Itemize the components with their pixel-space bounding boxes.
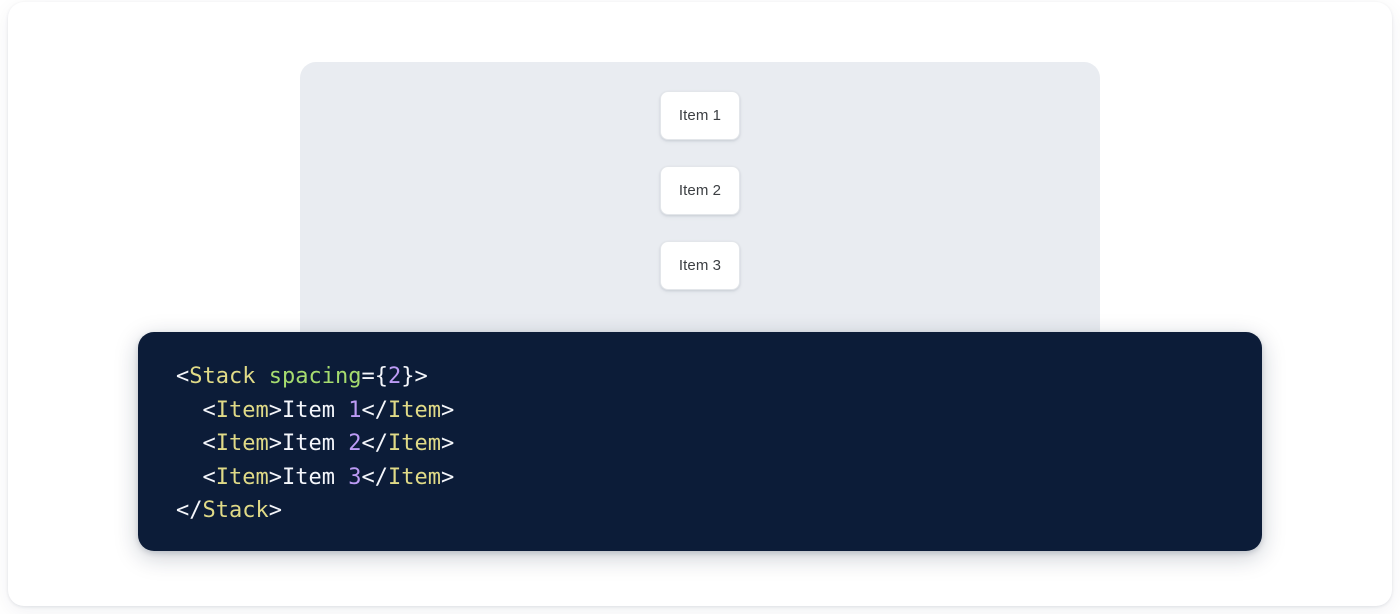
code-line: </Stack> <box>176 498 282 523</box>
code-token-punct: > <box>269 465 282 490</box>
code-token-punct: < <box>203 398 216 423</box>
code-snippet-panel[interactable]: <Stack spacing={2}> <Item>Item 1</Item> … <box>138 332 1262 551</box>
stack-item[interactable]: Item 3 <box>660 241 740 290</box>
code-token-punct: > <box>441 398 454 423</box>
page-frame: Item 1 Item 2 Item 3 <Stack spacing={2}>… <box>8 2 1392 606</box>
code-token-punct: ={ <box>361 364 388 389</box>
component-preview-panel: Item 1 Item 2 Item 3 <box>300 62 1100 362</box>
code-token-punct: </ <box>361 431 388 456</box>
code-token-num: 3 <box>348 465 361 490</box>
code-token-punct: < <box>203 465 216 490</box>
code-token-text: Item <box>282 431 348 456</box>
code-line: <Item>Item 2</Item> <box>176 431 454 456</box>
stack-item[interactable]: Item 1 <box>660 91 740 140</box>
code-token-tag: Item <box>388 398 441 423</box>
code-token-tag: Stack <box>189 364 255 389</box>
code-token-punct: </ <box>361 398 388 423</box>
code-token-tag: Item <box>216 398 269 423</box>
code-line: <Item>Item 1</Item> <box>176 398 454 423</box>
code-token-punct: }> <box>401 364 428 389</box>
stack-container: Item 1 Item 2 Item 3 <box>300 62 1100 290</box>
code-token-punct: < <box>203 431 216 456</box>
code-token-num: 1 <box>348 398 361 423</box>
code-snippet-text[interactable]: <Stack spacing={2}> <Item>Item 1</Item> … <box>176 360 454 528</box>
code-token-punct: </ <box>176 498 203 523</box>
code-token-text: Item <box>282 465 348 490</box>
code-token-num: 2 <box>388 364 401 389</box>
code-token-punct: > <box>441 465 454 490</box>
code-token-text <box>255 364 268 389</box>
code-line: <Item>Item 3</Item> <box>176 465 454 490</box>
code-token-punct: > <box>269 431 282 456</box>
code-token-attr: spacing <box>269 364 362 389</box>
code-token-tag: Stack <box>203 498 269 523</box>
code-token-text: Item <box>282 398 348 423</box>
code-token-tag: Item <box>216 465 269 490</box>
code-token-tag: Item <box>216 431 269 456</box>
code-line: <Stack spacing={2}> <box>176 364 428 389</box>
code-token-punct: > <box>269 398 282 423</box>
code-token-punct: < <box>176 364 189 389</box>
code-token-tag: Item <box>388 465 441 490</box>
code-token-num: 2 <box>348 431 361 456</box>
code-token-punct: > <box>269 498 282 523</box>
code-token-tag: Item <box>388 431 441 456</box>
code-token-punct: </ <box>361 465 388 490</box>
code-token-punct: > <box>441 431 454 456</box>
stack-item[interactable]: Item 2 <box>660 166 740 215</box>
